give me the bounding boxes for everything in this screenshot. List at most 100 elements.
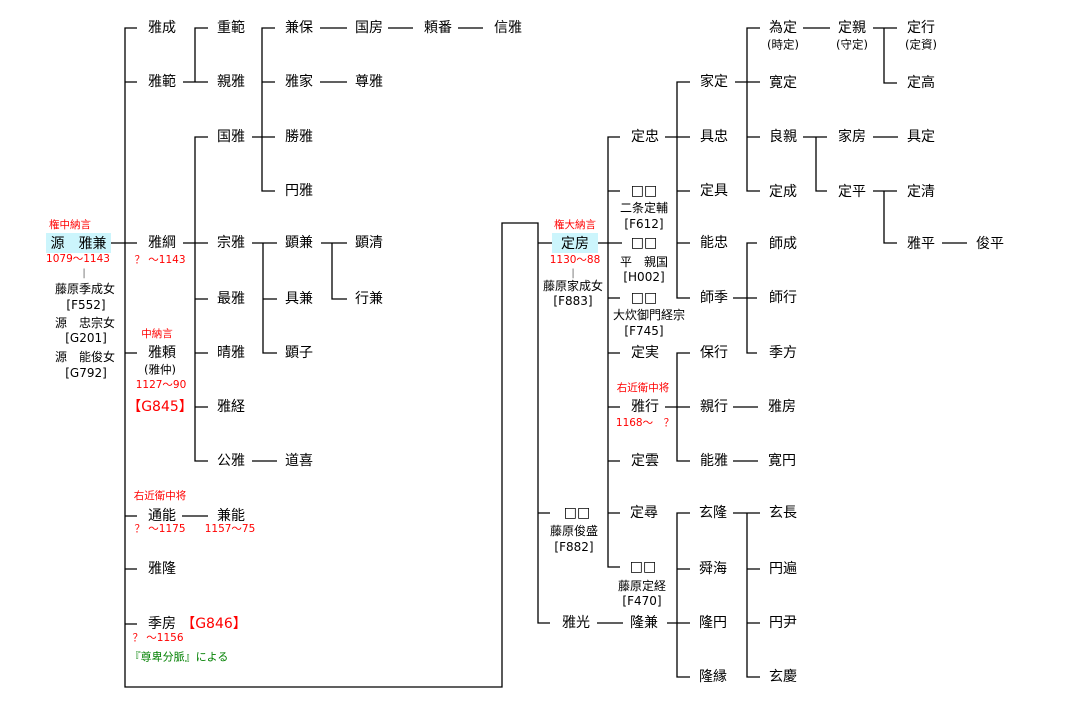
connector-line [182, 460, 277, 517]
person-node: 季方 [769, 345, 797, 361]
root-wife-3-ref[interactable]: [G792] [65, 366, 107, 380]
person-node: 顕清 [355, 235, 383, 251]
person-node: 玄隆 [699, 505, 727, 521]
connector-line [252, 27, 275, 192]
person-node: 家房 [838, 129, 866, 145]
person-years: ？ ～1175 [134, 522, 186, 535]
root-person-name: 源 雅兼 [50, 236, 107, 252]
person-node: 定行 [907, 20, 935, 36]
person-node: 円遍 [769, 561, 797, 577]
connector-line [873, 190, 967, 244]
root-years: 1079～1143 [46, 252, 110, 265]
person-node: 師行 [769, 290, 797, 306]
person-node: 定平 [838, 184, 866, 200]
person-node: 定具 [700, 183, 728, 199]
person-node: 為定 [769, 20, 797, 36]
person-node: □□ [630, 290, 658, 306]
person-node: 定実 [631, 345, 659, 361]
person-node: 雅綱 [148, 235, 176, 251]
person-node: 定雲 [631, 453, 659, 469]
person-node: 雅頼 [148, 345, 176, 361]
person-node: 重範 [217, 20, 245, 36]
person-node: 隆兼 [630, 615, 658, 631]
person-title: 中納言 [141, 327, 173, 340]
person-alias: (守定) [836, 37, 868, 52]
connector-line [320, 27, 483, 83]
root-wife-1-ref[interactable]: [F552] [66, 298, 106, 312]
person-node: 具忠 [700, 129, 728, 145]
root-wife-1: 藤原季成女 [54, 282, 116, 296]
connector-line [803, 136, 898, 192]
person-ref-code[interactable]: [F883] [553, 294, 593, 308]
person-node: 雅光 [562, 615, 590, 631]
person-node: □□ [630, 235, 658, 251]
person-node: □□ [563, 505, 591, 521]
person-node: 寛定 [769, 75, 797, 91]
person-node: 玄慶 [769, 669, 797, 685]
person-node: 雅家 [285, 74, 313, 90]
person-node: 良親 [769, 129, 797, 145]
person-node: □□ [630, 183, 658, 199]
connector-line [733, 242, 757, 354]
person-node: 玄長 [769, 505, 797, 521]
connector-line [665, 81, 690, 299]
person-alias: (時定) [767, 37, 799, 52]
person-node: 道喜 [285, 453, 313, 469]
person-node: 定房 [561, 236, 589, 252]
person-years: 1168～ ？ [615, 416, 675, 429]
highlighted-person: 定房 [552, 233, 598, 253]
person-node: 円雅 [285, 183, 313, 199]
person-node: 雅隆 [148, 561, 176, 577]
person-node: 公雅 [217, 453, 245, 469]
person-node: 保行 [700, 345, 728, 361]
person-node: 雅経 [217, 399, 245, 415]
person-node: 兼保 [285, 20, 313, 36]
person-node: 晴雅 [217, 345, 245, 361]
person-spouse: 二条定輔 [619, 201, 669, 215]
root-wife-2-ref[interactable]: [G201] [65, 331, 107, 345]
person-node: 舜海 [699, 561, 727, 577]
root-person-highlight: 源 雅兼 [46, 233, 111, 253]
person-node: 雅房 [768, 399, 796, 415]
connector-line [597, 512, 690, 678]
person-ref-code[interactable]: [F882] [554, 540, 594, 554]
person-ref-code[interactable]: 【G846】 [181, 616, 247, 632]
person-node: 定清 [907, 184, 935, 200]
root-title: 権中納言 [49, 218, 91, 231]
person-node: 信雅 [494, 20, 522, 36]
person-node: 勝雅 [285, 129, 313, 145]
person-ref-code[interactable]: [F470] [622, 594, 662, 608]
person-years: 1130～88 [549, 253, 601, 266]
person-node: 行兼 [355, 291, 383, 307]
person-ref-code[interactable]: [F612] [624, 217, 664, 231]
person-node: 具兼 [285, 291, 313, 307]
person-node: 国雅 [217, 129, 245, 145]
spouse-link-mark: | [571, 268, 575, 279]
person-node: □□ [629, 559, 657, 575]
connector-line [183, 136, 208, 462]
person-years: 1127～90 [135, 378, 187, 391]
person-node: 師季 [700, 290, 728, 306]
person-ref-code[interactable]: [F745] [624, 324, 664, 338]
person-node: 俊平 [976, 236, 1004, 252]
person-node: 雅平 [907, 236, 935, 252]
person-alias: (定資) [905, 37, 937, 52]
person-node: 能忠 [700, 235, 728, 251]
root-wife-2: 源 忠宗女 [54, 316, 116, 330]
person-spouse: 藤原定経 [617, 579, 667, 593]
person-node: 隆円 [699, 615, 727, 631]
person-node: 定成 [769, 184, 797, 200]
person-spouse: 大炊御門経宗 [612, 308, 686, 322]
person-years: ？ ～1156 [132, 631, 184, 644]
person-node: 定尋 [630, 505, 658, 521]
person-node: 隆縁 [699, 669, 727, 685]
connector-line [733, 512, 760, 678]
connector-line [252, 242, 277, 354]
person-ref-code[interactable]: [H002] [623, 270, 665, 284]
person-node: 親雅 [217, 74, 245, 90]
person-node: 家定 [700, 74, 728, 90]
person-node: 雅行 [631, 399, 659, 415]
person-node: 能雅 [700, 453, 728, 469]
person-ref-code[interactable]: 【G845】 [127, 399, 193, 415]
